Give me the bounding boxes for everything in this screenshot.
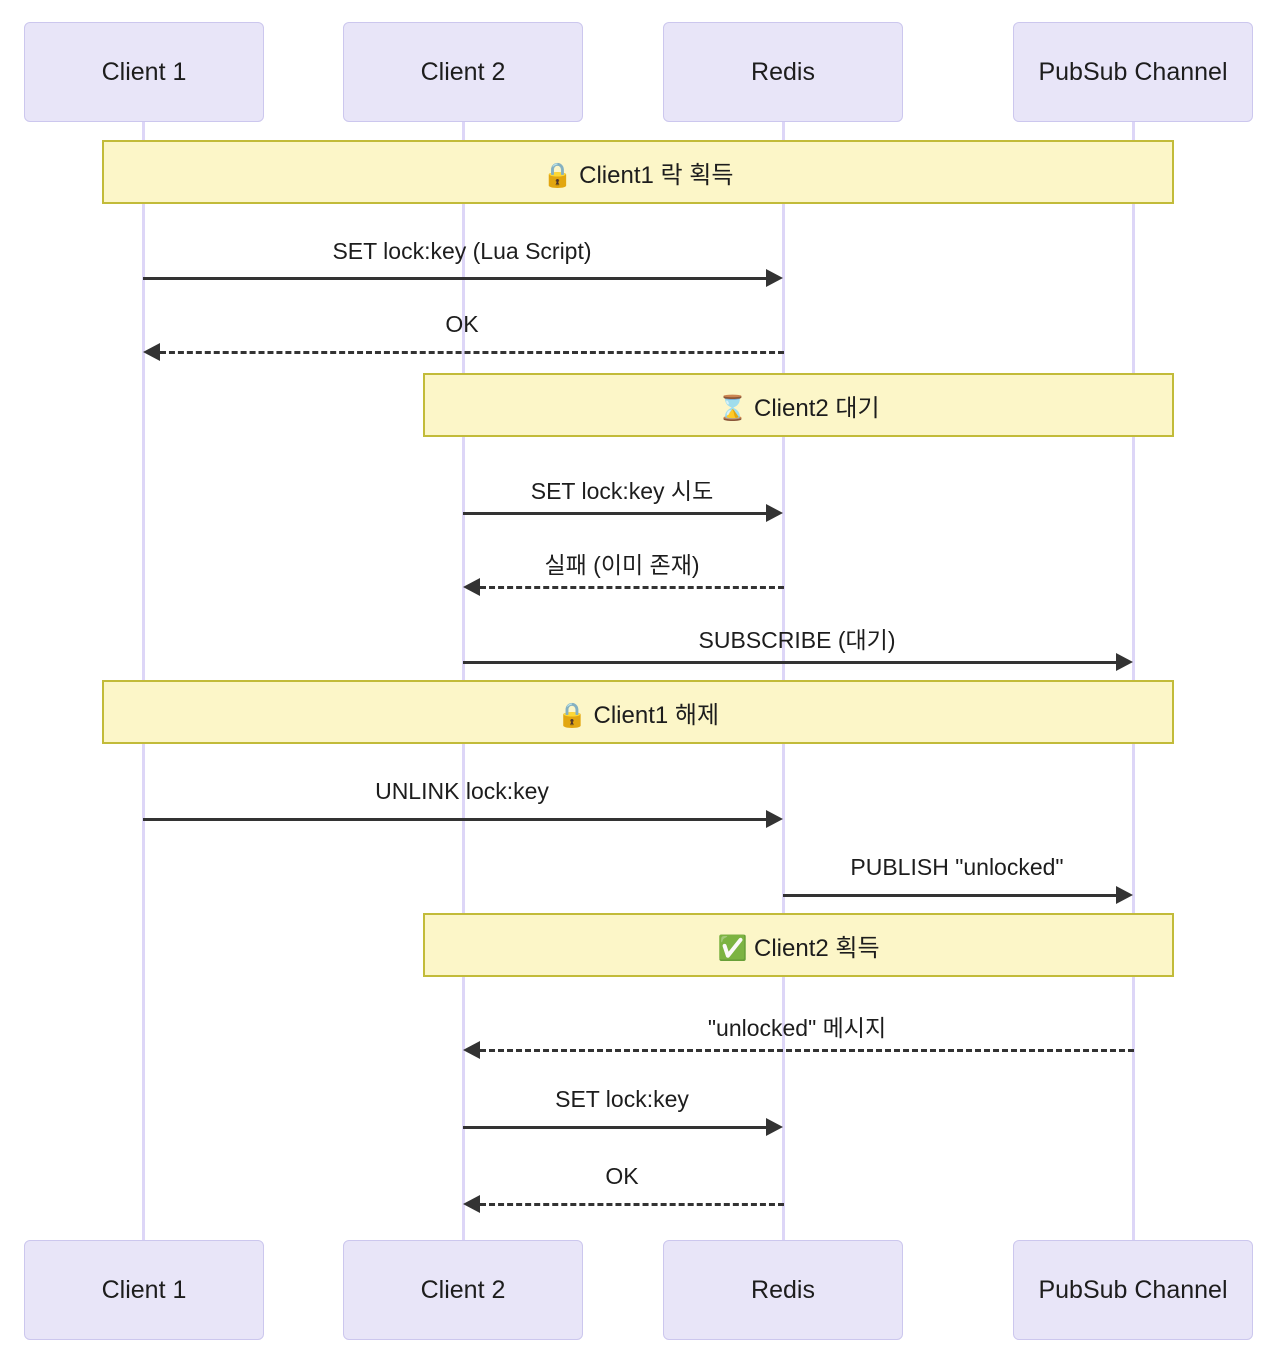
- participant-box-client1-top[interactable]: Client 1: [24, 22, 264, 122]
- msg-set-lock-lua-arrowhead: [766, 269, 783, 287]
- msg-publish-line: [783, 894, 1116, 897]
- msg-ok-1-line: [160, 351, 784, 354]
- msg-unlink-label: UNLINK lock:key: [375, 778, 549, 804]
- note-client1-release-label: 🔒 Client1 해제: [556, 701, 720, 729]
- msg-fail-exists-arrowhead: [463, 578, 480, 596]
- msg-ok-2-line: [480, 1203, 784, 1206]
- participant-label-redis-top: Redis: [751, 57, 815, 86]
- participant-box-client1-bottom[interactable]: Client 1: [24, 1240, 264, 1340]
- note-client1-acquire[interactable]: 🔒 Client1 락 획득: [102, 140, 1174, 204]
- participant-label-redis-bottom: Redis: [751, 1275, 815, 1304]
- participant-box-redis-top[interactable]: Redis: [663, 22, 903, 122]
- msg-set-lock-2-label: SET lock:key: [555, 1086, 689, 1112]
- note-client2-acquire-label: ✅ Client2 획득: [717, 934, 880, 962]
- participant-label-pubsub-bottom: PubSub Channel: [1038, 1275, 1228, 1304]
- msg-ok-2-arrowhead: [463, 1195, 480, 1213]
- note-client1-acquire-label: 🔒 Client1 락 획득: [542, 161, 734, 189]
- msg-ok-1-label: OK: [445, 311, 479, 337]
- participant-label-client2-top: Client 2: [420, 57, 506, 86]
- msg-unlocked-message-label: "unlocked" 메시지: [707, 1015, 887, 1041]
- msg-unlocked-message-line: [480, 1049, 1134, 1052]
- note-client2-wait-label: ⌛ Client2 대기: [717, 394, 880, 422]
- msg-unlocked-message-arrowhead: [463, 1041, 480, 1059]
- msg-set-lock-2-arrowhead: [766, 1118, 783, 1136]
- msg-set-lock-lua-line: [143, 277, 766, 280]
- participant-box-redis-bottom[interactable]: Redis: [663, 1240, 903, 1340]
- msg-set-lock-lua-label: SET lock:key (Lua Script): [332, 238, 592, 264]
- msg-publish-arrowhead: [1116, 886, 1133, 904]
- msg-subscribe-arrowhead: [1116, 653, 1133, 671]
- msg-set-lock-try-line: [463, 512, 766, 515]
- msg-set-lock-try-arrowhead: [766, 504, 783, 522]
- msg-fail-exists-line: [480, 586, 784, 589]
- msg-subscribe-line: [463, 661, 1116, 664]
- note-client1-release[interactable]: 🔒 Client1 해제: [102, 680, 1174, 744]
- msg-unlink-arrowhead: [766, 810, 783, 828]
- note-client2-acquire[interactable]: ✅ Client2 획득: [423, 913, 1174, 977]
- msg-set-lock-try-label: SET lock:key 시도: [530, 478, 714, 504]
- msg-ok-2-label: OK: [605, 1163, 639, 1189]
- msg-fail-exists-label: 실패 (이미 존재): [544, 552, 700, 578]
- participant-box-pubsub-top[interactable]: PubSub Channel: [1013, 22, 1253, 122]
- participant-label-pubsub-top: PubSub Channel: [1038, 57, 1228, 86]
- msg-ok-1-arrowhead: [143, 343, 160, 361]
- participant-label-client2-bottom: Client 2: [420, 1275, 506, 1304]
- msg-subscribe-label: SUBSCRIBE (대기): [698, 627, 896, 653]
- msg-set-lock-2-line: [463, 1126, 766, 1129]
- msg-unlink-line: [143, 818, 766, 821]
- participant-label-client1-top: Client 1: [101, 57, 187, 86]
- participant-label-client1-bottom: Client 1: [101, 1275, 187, 1304]
- note-client2-wait[interactable]: ⌛ Client2 대기: [423, 373, 1174, 437]
- participant-box-client2-bottom[interactable]: Client 2: [343, 1240, 583, 1340]
- msg-publish-label: PUBLISH "unlocked": [850, 854, 1064, 880]
- participant-box-pubsub-bottom[interactable]: PubSub Channel: [1013, 1240, 1253, 1340]
- participant-box-client2-top[interactable]: Client 2: [343, 22, 583, 122]
